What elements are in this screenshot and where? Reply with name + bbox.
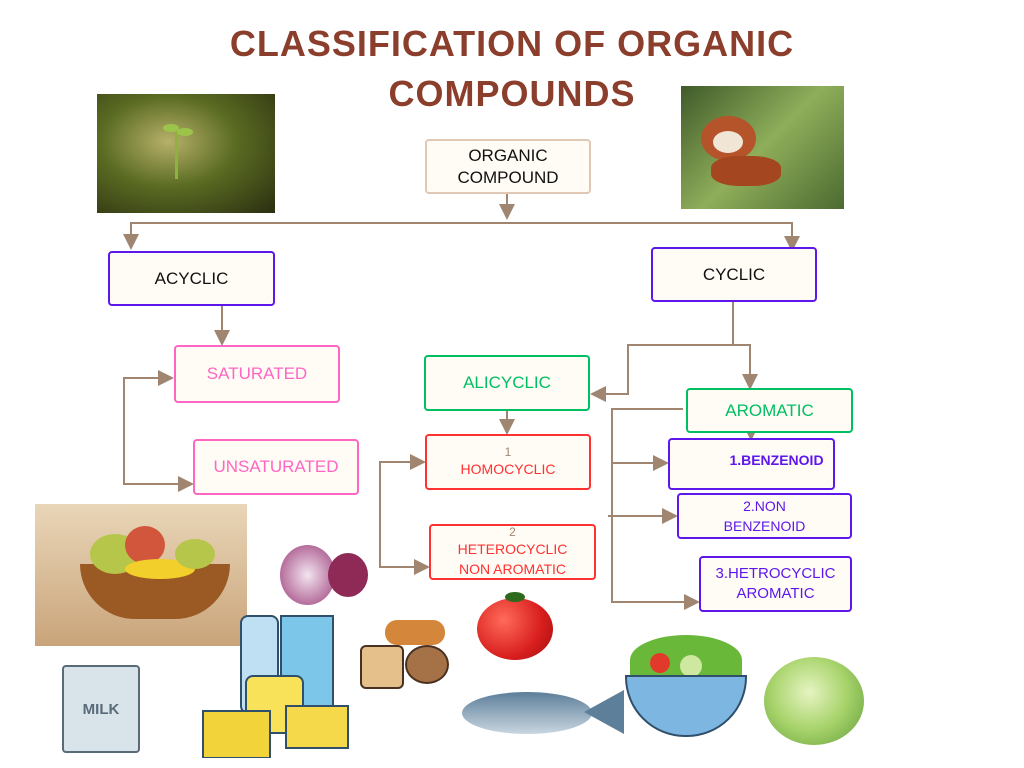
node-hetrocyclic-aromatic: 3.HETROCYCLIC AROMATIC xyxy=(699,556,852,612)
cabbage-image xyxy=(762,655,866,747)
node-cyclic: CYCLIC xyxy=(651,247,817,302)
salad-bowl-image xyxy=(620,625,752,740)
node-organic-compound: ORGANIC COMPOUND xyxy=(425,139,591,194)
onion-image xyxy=(280,535,370,610)
dairy-products-image xyxy=(200,610,350,758)
node-number: 1 xyxy=(504,445,512,459)
title-line-1: CLASSIFICATION OF ORGANIC xyxy=(229,23,795,64)
node-unsaturated: UNSATURATED xyxy=(193,439,359,495)
red-panda-image xyxy=(681,86,844,209)
node-heterocyclic-non-aromatic: 2 HETEROCYCLIC NON AROMATIC xyxy=(429,524,596,580)
node-alicyclic: ALICYCLIC xyxy=(424,355,590,411)
node-label: AROMATIC xyxy=(725,400,814,420)
tomato-image xyxy=(475,588,555,662)
milk-label: MILK xyxy=(62,665,140,753)
node-homocyclic: 1 HOMOCYCLIC xyxy=(425,434,591,490)
node-label: HETEROCYCLIC xyxy=(457,541,568,557)
node-acyclic: ACYCLIC xyxy=(108,251,275,306)
node-label: AROMATIC xyxy=(736,585,815,602)
node-label: COMPOUND xyxy=(457,167,559,187)
node-label: 2.NON xyxy=(743,498,786,514)
node-benzenoid: 1.BENZENOID xyxy=(668,438,835,490)
node-label: ACYCLIC xyxy=(154,268,229,288)
node-label: HOMOCYCLIC xyxy=(460,461,556,477)
node-label: 3.HETROCYCLIC xyxy=(715,565,836,582)
seedling-image xyxy=(97,94,275,213)
fruit-basket-image xyxy=(35,504,247,646)
bread-image xyxy=(360,615,455,705)
node-label: ALICYCLIC xyxy=(463,373,551,392)
node-label: NON AROMATIC xyxy=(458,561,567,577)
node-label: 1.BENZENOID xyxy=(729,452,824,468)
node-number: 2 xyxy=(509,525,516,539)
node-label: SATURATED xyxy=(206,364,308,383)
fish-image xyxy=(462,680,627,745)
node-label: BENZENOID xyxy=(723,518,806,534)
node-saturated: SATURATED xyxy=(174,345,340,403)
node-label: UNSATURATED xyxy=(213,457,339,476)
milk-carton-image: MILK xyxy=(57,650,145,755)
node-label: ORGANIC xyxy=(468,145,548,165)
node-label: CYCLIC xyxy=(702,264,766,284)
title-line-2: COMPOUNDS xyxy=(388,73,636,114)
node-non-benzenoid: 2.NON BENZENOID xyxy=(677,493,852,539)
node-aromatic: AROMATIC xyxy=(686,388,853,433)
